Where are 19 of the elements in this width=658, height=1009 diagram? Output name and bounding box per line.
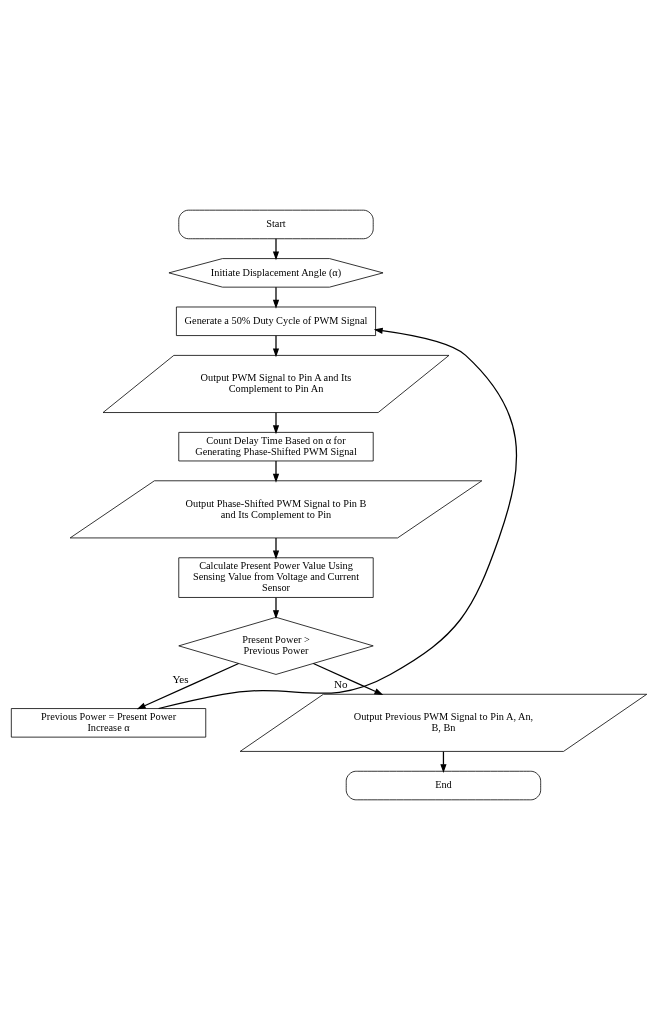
node-box: Generate a 50% Duty Cycle of PWM Signal [176, 306, 376, 336]
arrow [157, 327, 518, 709]
edge-label: No [334, 677, 348, 690]
arrow [272, 596, 280, 619]
arrow [272, 536, 280, 559]
node-box: Start [178, 209, 374, 239]
arrow [272, 334, 280, 357]
arrow [272, 237, 280, 260]
edge-label: Yes [172, 672, 189, 685]
node-box: End [345, 770, 542, 800]
arrow [136, 662, 240, 709]
arrow [272, 411, 280, 434]
arrow [312, 662, 384, 695]
arrow [272, 459, 280, 483]
node-box: Count Delay Time Based on α for Generating Phase-Shifted PWM Signal [178, 431, 374, 461]
arrow [272, 286, 280, 309]
node-diamond: Present Power > Previous Power [178, 616, 374, 675]
node-box: Calculate Present Power Value Using Sensing Value from Voltage and Current Sensor [178, 556, 374, 598]
node-box: Previous Power = Present Power Increase α [10, 707, 207, 738]
